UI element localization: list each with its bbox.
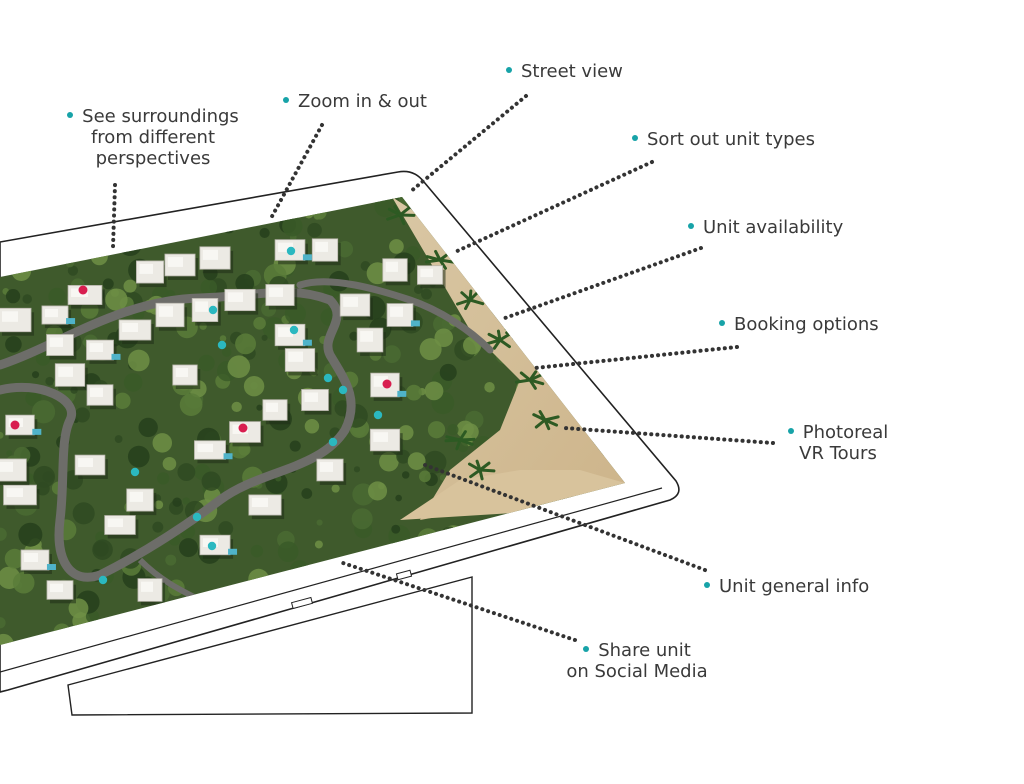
bullet-dot — [67, 112, 73, 118]
feature-label-vr-tours: Photoreal VR Tours — [782, 422, 894, 464]
bullet-dot — [506, 67, 512, 73]
feature-label-surroundings: See surroundings from different perspect… — [58, 106, 248, 169]
bullet-dot — [688, 223, 694, 229]
feature-label-availability: Unit availability — [688, 217, 843, 238]
bullet-dot — [583, 646, 589, 652]
feature-label-booking: Booking options — [719, 314, 879, 335]
feature-label-street-view: Street view — [506, 61, 623, 82]
feature-label-general-info: Unit general info — [704, 576, 869, 597]
leader-availability — [505, 248, 701, 318]
leader-street-view — [410, 96, 526, 192]
bullet-dot — [788, 428, 794, 434]
bullet-dot — [283, 97, 289, 103]
bullet-dot — [632, 135, 638, 141]
bullet-dot — [719, 320, 725, 326]
feature-label-sort-units: Sort out unit types — [632, 129, 815, 150]
bullet-dot — [704, 582, 710, 588]
feature-label-zoom: Zoom in & out — [283, 91, 427, 112]
feature-label-share: Share unit on Social Media — [562, 640, 712, 682]
leader-sort-units — [455, 162, 652, 252]
